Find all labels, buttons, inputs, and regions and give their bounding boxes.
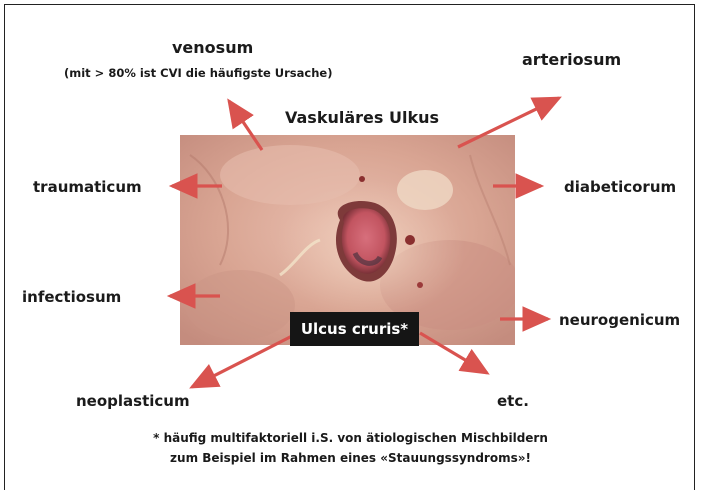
label-etc: etc. (497, 392, 529, 410)
label-venosum: venosum (172, 38, 253, 57)
label-infectiosum: infectiosum (22, 288, 121, 306)
label-title: Vaskuläres Ulkus (285, 108, 439, 127)
label-arteriosum: arteriosum (522, 50, 621, 69)
footnote-line-1: * häufig multifaktoriell i.S. von ätiolo… (0, 431, 701, 445)
label-ulcus-cruris: Ulcus cruris* (301, 320, 408, 338)
label-venosum-note: (mit > 80% ist CVI die häufigste Ursache… (64, 66, 332, 80)
center-label-box: Ulcus cruris* (290, 312, 419, 346)
label-neurogenicum: neurogenicum (559, 311, 680, 329)
footnote-line-2: zum Beispiel im Rahmen eines «Stauungssy… (0, 451, 701, 465)
label-neoplasticum: neoplasticum (76, 392, 190, 410)
label-diabeticorum: diabeticorum (564, 178, 676, 196)
label-traumaticum: traumaticum (33, 178, 142, 196)
